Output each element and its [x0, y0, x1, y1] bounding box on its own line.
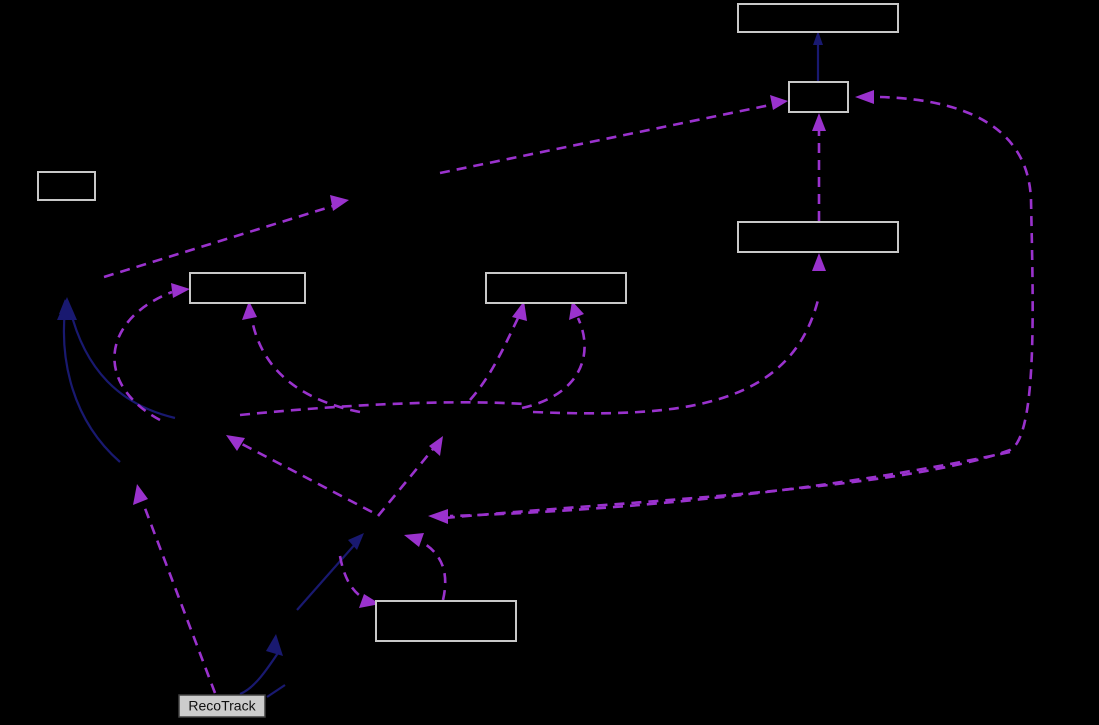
edge-inherit-left-b: [68, 308, 176, 420]
edge-usage-recotrack-upleft: [133, 484, 217, 694]
class-node-4-box[interactable]: [189, 272, 306, 304]
edge-usage-n3-n1: [812, 113, 826, 221]
edge-usage-hub-n3: [532, 253, 826, 415]
class-node-1-box[interactable]: [788, 81, 849, 113]
edge-inherit-left-arrowhead: [57, 297, 77, 320]
edge-usage-diag-n1: [439, 95, 788, 175]
class-node-2-box[interactable]: [37, 171, 96, 201]
class-node-6[interactable]: [375, 600, 517, 642]
class-node-3-box[interactable]: [737, 221, 899, 253]
edge-usage-floating-diagonal: [103, 195, 349, 279]
class-node-0-box[interactable]: [737, 3, 899, 33]
edge-usage-hub-n4-bottom: [242, 301, 361, 414]
nodes: RecoTrack: [37, 3, 899, 718]
class-node-0[interactable]: [737, 3, 899, 33]
edge-usage-hub-upright: [376, 436, 443, 517]
edge-usage-hub-n5-right: [521, 301, 586, 410]
edge-usage-hub-n1-loop: [444, 90, 1034, 520]
class-node-recotrack-box[interactable]: [178, 694, 266, 718]
class-node-6-box[interactable]: [375, 600, 517, 642]
edge-usage-n6-hub: [404, 533, 447, 601]
class-node-1[interactable]: [788, 81, 849, 113]
usage-edges: [103, 90, 1034, 694]
edge-usage-hub-n4-left: [113, 283, 190, 422]
class-node-4[interactable]: [189, 272, 306, 304]
edge-usage-hub-n5-left: [469, 301, 527, 401]
edge-inherit-n1-n0: [813, 31, 823, 81]
class-node-recotrack[interactable]: RecoTrack: [178, 694, 266, 718]
edge-usage-right-into-hub: [428, 450, 1011, 524]
edge-usage-spine: [239, 401, 526, 417]
inheritance-edges: [57, 31, 823, 698]
edge-usage-hub-n6: [338, 555, 380, 608]
edge-inherit-lower-hub: [296, 533, 364, 611]
class-node-5[interactable]: [485, 272, 627, 304]
edge-inherit-left-a: [59, 299, 121, 463]
class-node-3[interactable]: [737, 221, 899, 253]
class-node-5-box[interactable]: [485, 272, 627, 304]
class-node-2[interactable]: [37, 171, 96, 201]
edge-usage-hub-upleft: [226, 435, 373, 514]
edge-inherit-recotrack-hub: [239, 634, 286, 698]
